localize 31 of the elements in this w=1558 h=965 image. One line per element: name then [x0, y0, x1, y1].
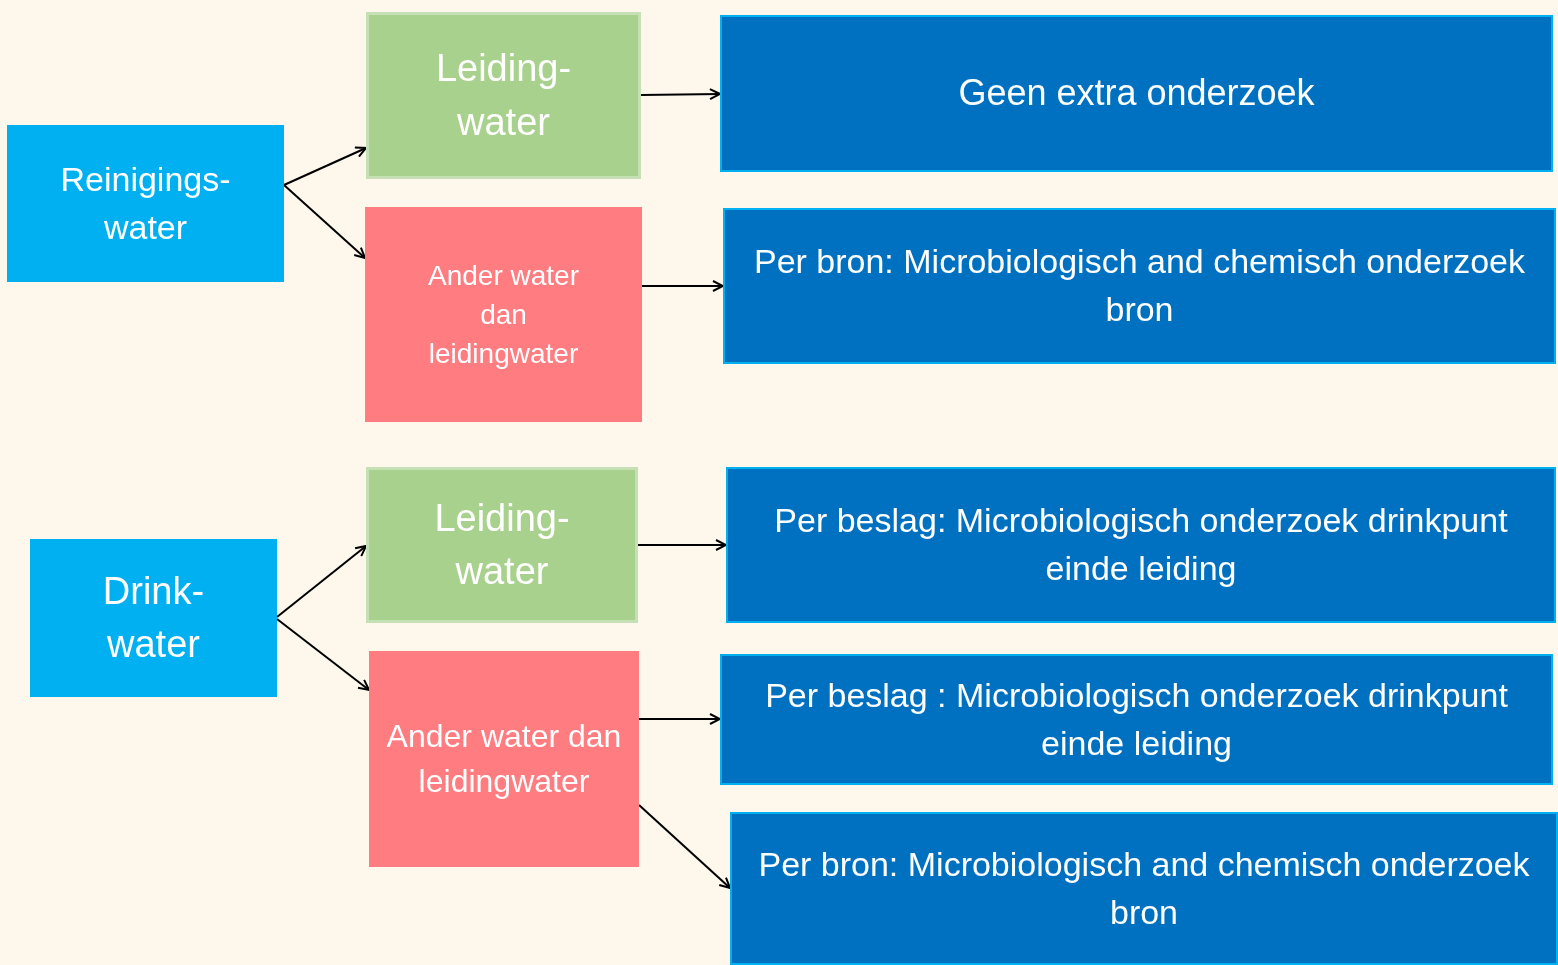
result-box	[720, 15, 1553, 172]
category-box	[365, 207, 642, 422]
category-box	[366, 467, 638, 623]
box-label: Reinigings- water	[59, 158, 232, 248]
arrow	[283, 184, 366, 259]
arrow	[638, 804, 731, 889]
category-box	[369, 651, 639, 867]
arrow	[283, 146, 367, 186]
result-box	[726, 467, 1556, 623]
box-label: Drink- water	[101, 568, 206, 667]
box-label: Per bron: Microbiologisch and chemisch onderzoek bron	[757, 843, 1531, 933]
box-label: Per bron: Microbiologisch and chemisch onderzoek bron	[752, 241, 1527, 330]
result-box	[723, 208, 1556, 364]
box-label: Ander water dan leidingwater	[427, 258, 580, 372]
box-label: Leiding- water	[433, 495, 571, 594]
arrow	[276, 545, 367, 618]
box-label: Leiding- water	[434, 46, 573, 145]
arrow	[638, 713, 721, 725]
arrow	[640, 88, 721, 101]
source-box	[7, 125, 284, 282]
box-label: Ander water dan leidingwater	[385, 717, 623, 801]
box-label: Geen extra onderzoek	[958, 71, 1315, 116]
box-label: Per beslag: Microbiologisch onderzoek drinkpunt einde leiding	[773, 500, 1509, 589]
arrow	[641, 280, 724, 292]
result-box	[730, 812, 1558, 965]
result-box	[720, 654, 1553, 785]
arrow	[637, 539, 727, 551]
category-box	[366, 12, 641, 179]
source-box	[30, 539, 277, 697]
box-label: Per beslag : Microbiologisch onderzoek drinkpunt einde leiding	[764, 674, 1509, 764]
arrow	[276, 618, 370, 691]
